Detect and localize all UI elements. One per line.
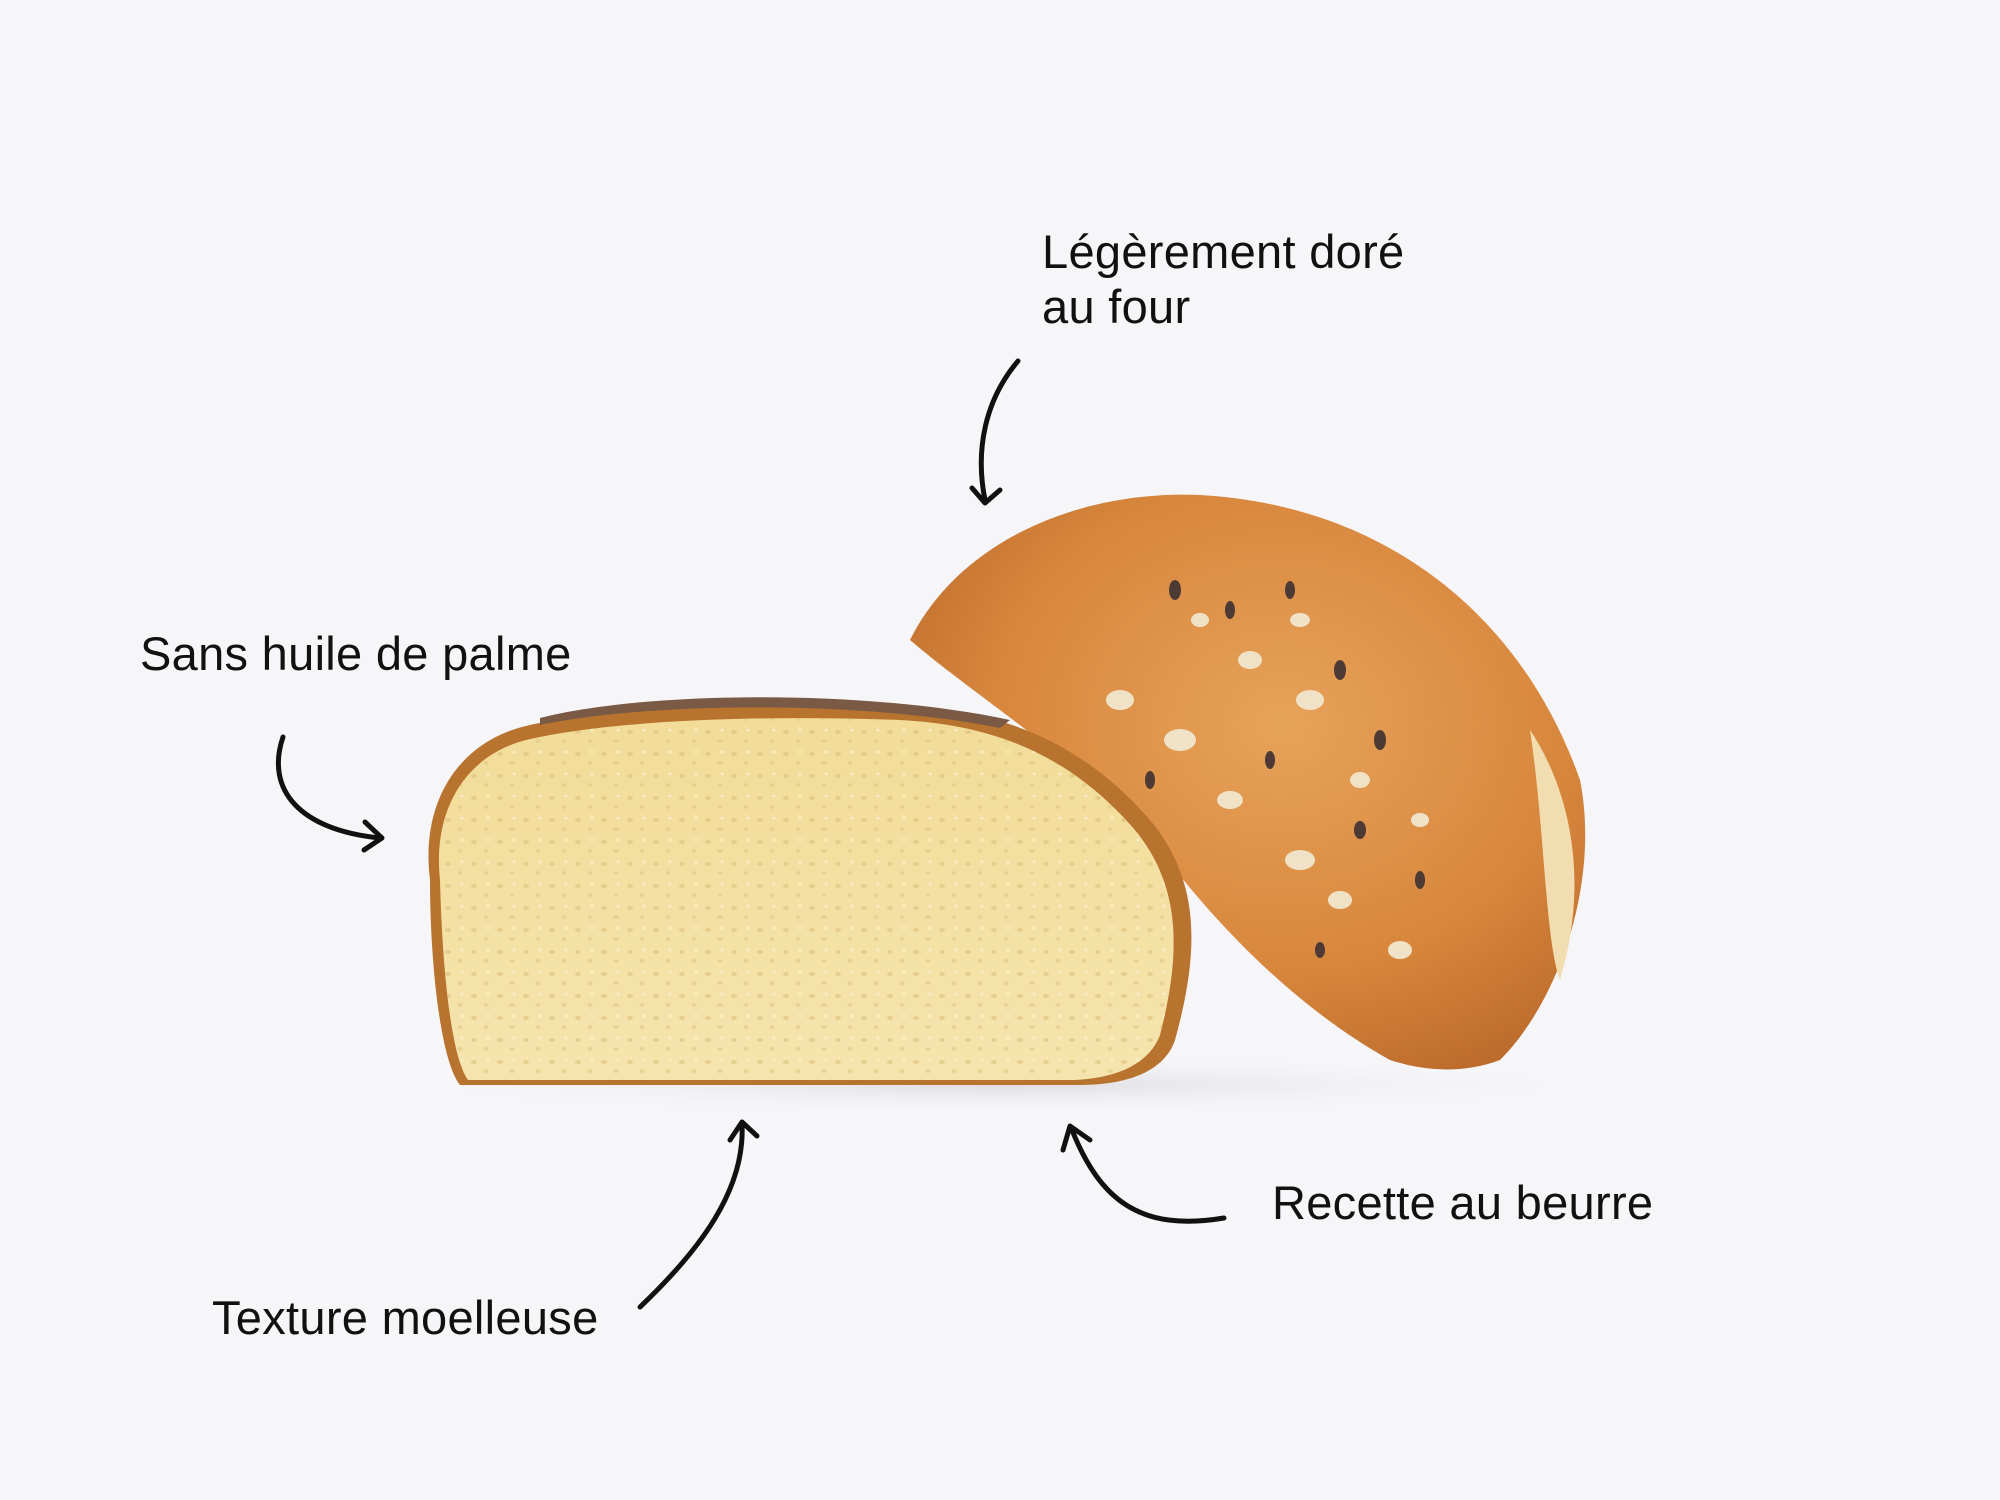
- arrow-icon-butter: [1060, 1123, 1227, 1224]
- arrow-icon-texture: [637, 1119, 760, 1310]
- arrow-icon-baked: [969, 358, 1021, 506]
- annotation-baked: Légèrement doré au four: [1042, 224, 1404, 334]
- annotation-butter: Recette au beurre: [1272, 1176, 1654, 1229]
- annotation-palm-oil: Sans huile de palme: [140, 627, 572, 680]
- bun-top-half: [910, 494, 1586, 1070]
- arrow-icon-palm-oil: [276, 734, 385, 853]
- annotation-baked-line-1: Légèrement doré: [1042, 225, 1405, 278]
- annotation-texture: Texture moelleuse: [212, 1291, 599, 1344]
- bread-cut-half: [428, 697, 1192, 1085]
- annotation-baked-line-2: au four: [1042, 280, 1191, 333]
